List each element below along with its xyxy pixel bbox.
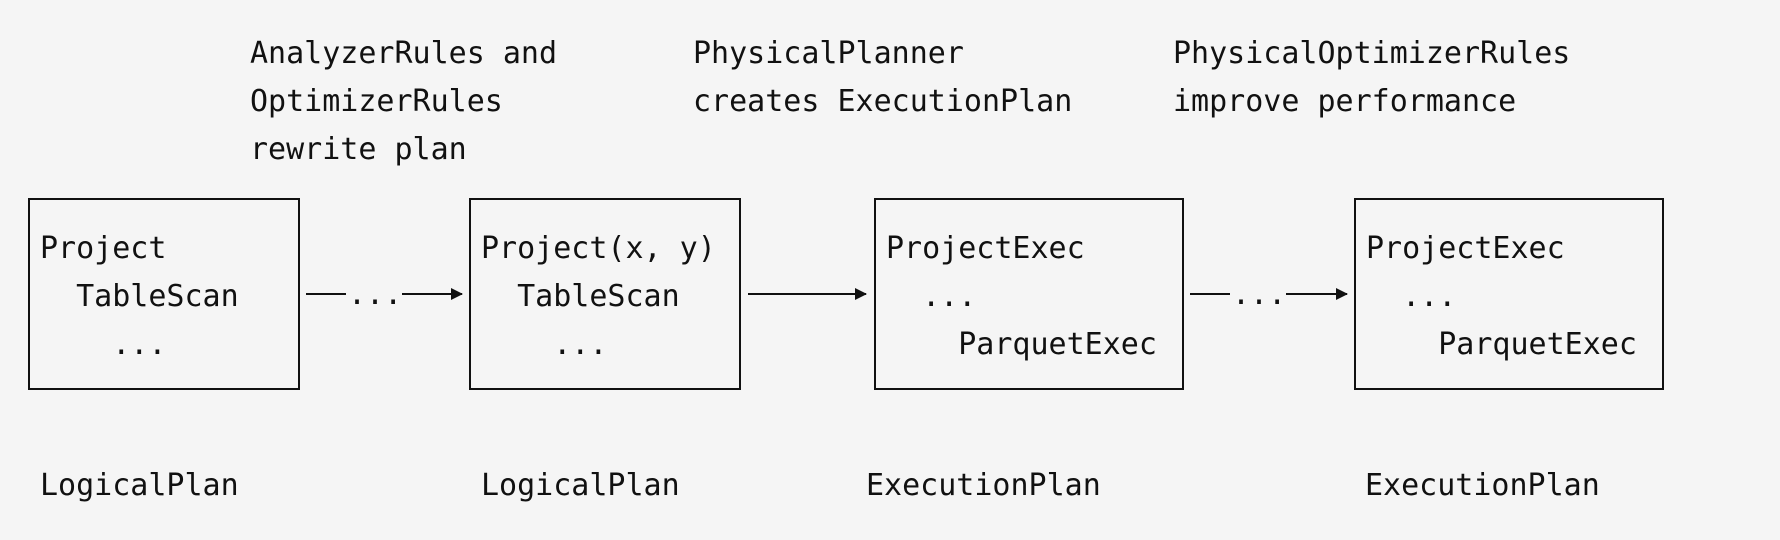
plan-line: ProjectExec <box>1366 231 1565 266</box>
plan-line: ProjectExec <box>886 231 1085 266</box>
logical-plan-box-optimized: Project(x, y) TableScan ... <box>469 198 741 390</box>
annotation-line: improve performance <box>1173 84 1517 119</box>
plan-line: ... <box>481 327 608 362</box>
execution-plan-box-initial: ProjectExec ... ParquetExec <box>874 198 1184 390</box>
annotation-physical-planner: PhysicalPlanner creates ExecutionPlan <box>693 30 1072 126</box>
plan-line: ... <box>40 327 167 362</box>
plan-type-label: ExecutionPlan <box>866 468 1101 503</box>
plan-line: ParquetExec <box>1366 327 1637 362</box>
plan-line: TableScan <box>40 279 239 314</box>
logical-plan-box-initial: Project TableScan ... <box>28 198 300 390</box>
plan-line: TableScan <box>481 279 680 314</box>
annotation-line: PhysicalPlanner <box>693 36 964 71</box>
plan-type-label: LogicalPlan <box>481 468 680 503</box>
annotation-line: rewrite plan <box>250 132 467 167</box>
plan-line: Project(x, y) <box>481 231 716 266</box>
plan-line: ... <box>886 279 977 314</box>
plan-line: Project <box>40 231 167 266</box>
arrow-dots-label: ... <box>1232 277 1286 312</box>
arrow-dots-label: ... <box>348 277 402 312</box>
annotation-line: OptimizerRules <box>250 84 503 119</box>
arrow-rewrite: ... <box>306 277 463 312</box>
execution-plan-box-optimized: ProjectExec ... ParquetExec <box>1354 198 1664 390</box>
arrow-physical-optimizer: ... <box>1190 277 1348 312</box>
plan-line: ... <box>1366 279 1457 314</box>
plan-type-label: LogicalPlan <box>40 468 239 503</box>
plan-line: ParquetExec <box>886 327 1157 362</box>
annotation-line: AnalyzerRules and <box>250 36 558 71</box>
annotation-line: creates ExecutionPlan <box>693 84 1073 119</box>
annotation-analyzer-optimizer-rules: AnalyzerRules and OptimizerRules rewrite… <box>250 30 557 174</box>
annotation-physical-optimizer-rules: PhysicalOptimizerRules improve performan… <box>1173 30 1570 126</box>
plan-type-label: ExecutionPlan <box>1365 468 1600 503</box>
annotation-line: PhysicalOptimizerRules <box>1173 36 1571 71</box>
